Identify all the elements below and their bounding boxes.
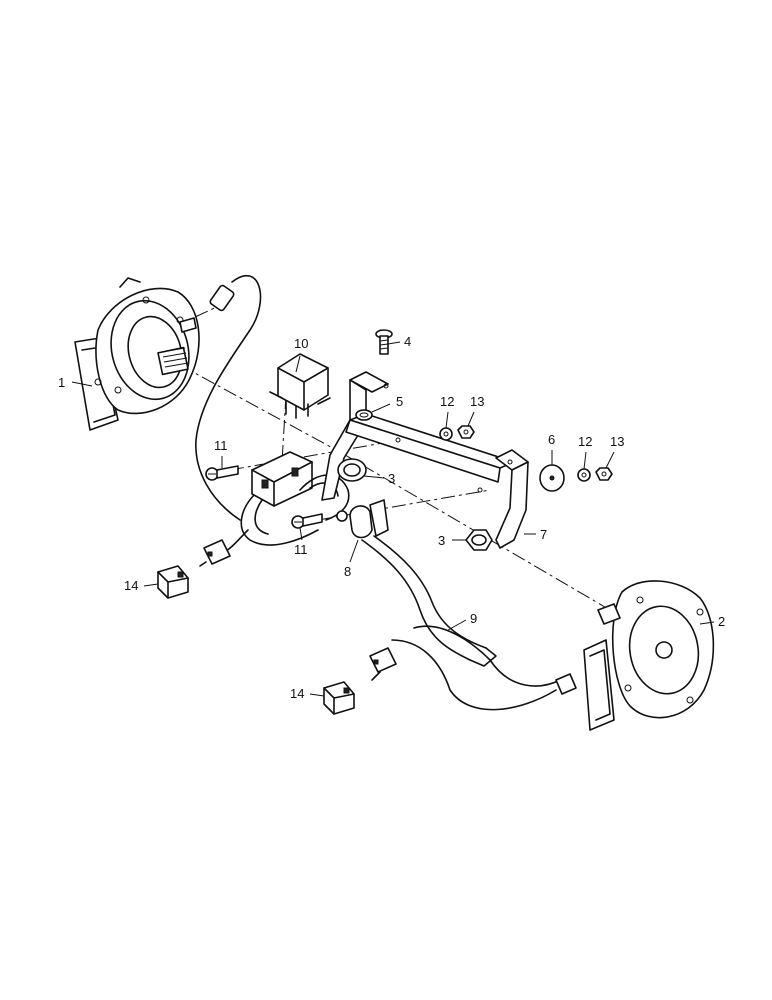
callout-5: 5: [396, 394, 403, 409]
callout-2: 2: [718, 614, 725, 629]
center-lines: [179, 299, 611, 611]
nut-upper: [337, 458, 367, 482]
callout-11-upper: 11: [214, 438, 228, 453]
screw-upper: [205, 465, 239, 481]
bolt: [375, 329, 393, 355]
callout-7: 7: [540, 527, 547, 542]
callout-4: 4: [404, 334, 411, 349]
nut-lower: [465, 529, 493, 551]
callout-13-upper: 13: [470, 394, 484, 409]
callout-12-upper: 12: [440, 394, 454, 409]
callout-1: 1: [58, 375, 65, 390]
washer-nut-upper: [439, 425, 475, 441]
callout-12-right: 12: [578, 434, 592, 449]
callout-9: 9: [470, 611, 477, 626]
callout-14-upper: 14: [124, 578, 138, 593]
plug-lower: [323, 647, 397, 715]
relay-base: [251, 451, 313, 507]
callout-10: 10: [294, 336, 308, 351]
callout-labels: 1 2 3 3 4 5 6 7 8 9 10 11 11 12 12 13 13…: [58, 334, 725, 701]
callout-13-right: 13: [610, 434, 624, 449]
cable-clamp: [336, 499, 389, 539]
callout-6: 6: [548, 432, 555, 447]
clip: [355, 409, 373, 421]
relay: [269, 353, 331, 419]
bracket: [321, 371, 529, 549]
horn-left-wire: [195, 274, 262, 521]
washer-large: [539, 464, 565, 492]
leader-lines: [71, 341, 715, 697]
horn-left: [74, 277, 200, 431]
horn-right-cable: [361, 535, 561, 711]
plug-upper: [157, 539, 231, 599]
callout-3-upper: 3: [388, 471, 395, 486]
screw-lower: [291, 513, 323, 529]
callout-8: 8: [344, 564, 351, 579]
horn-right: [555, 580, 715, 731]
callout-11-lower: 11: [294, 542, 308, 557]
callout-3-lower: 3: [438, 533, 445, 548]
washer-nut-right: [577, 467, 613, 482]
callout-14-lower: 14: [290, 686, 304, 701]
